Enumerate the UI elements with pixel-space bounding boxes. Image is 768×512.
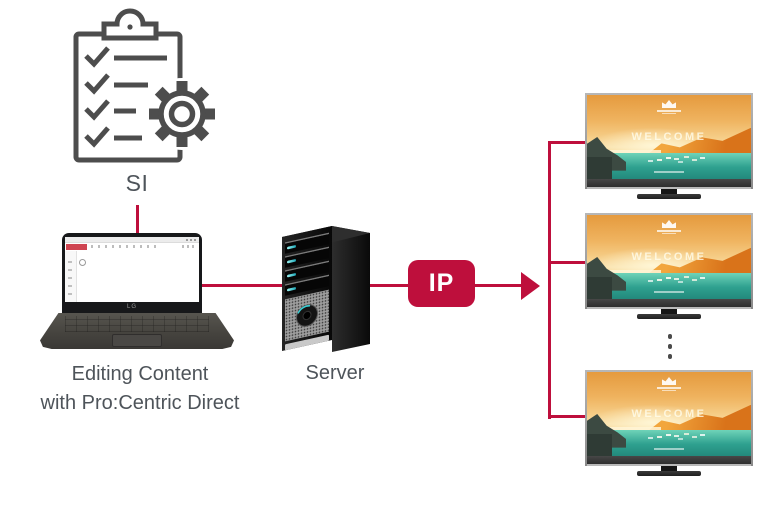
server-drive-bays [285,232,329,296]
tv-screen: WELCOME [587,372,751,456]
welcome-text: WELCOME [631,251,707,264]
ellipsis-vertical-icon [666,334,674,364]
branch-tv-3 [548,415,585,418]
server-tower-icon [282,226,370,352]
procentric-editor-app [65,237,199,302]
app-toolbar-icons [91,245,161,248]
tv-stand-base [637,471,701,476]
tv-frame: WELCOME [585,370,753,466]
boats [665,276,671,279]
hotel-crown-logo-icon [662,100,676,109]
tv-stand-neck [661,189,677,194]
screen-footnote-line [654,171,684,174]
welcome-text: WELCOME [631,408,707,421]
hotel-logo-text-line [657,387,681,390]
laptop-keyboard-base [40,313,234,349]
laptop-caption-line2: with Pro:Centric Direct [40,392,240,414]
tv-frame: WELCOME [585,213,753,309]
boats [665,156,671,159]
hotel-logo-subtext-line [662,233,676,235]
rocks-foreground [587,157,612,179]
laptop-screen: LG [62,233,202,313]
rocks-foreground [587,434,612,456]
si-label: SI [125,170,149,196]
laptop-caption-line1: Editing Content [71,363,209,385]
tv-screen: WELCOME [587,95,751,179]
tv-bottom-bezel [587,179,751,189]
laptop-caption: Editing Content with Pro:Centric Direct [6,360,274,418]
hotel-logo-subtext-line [662,390,676,392]
app-titlebar [65,237,199,243]
app-sidebar [65,251,77,302]
server-label: Server [305,362,365,384]
window-controls-icon [194,239,196,241]
tv-bottom-bezel [587,299,751,309]
tv-stand-neck [661,466,677,471]
app-canvas-widget [79,259,86,266]
app-menu-button [66,244,87,250]
tv-stand-base [637,194,701,199]
server-power-button [296,304,318,327]
distribution-bus-line [548,141,551,419]
laptop-trackpad [112,334,162,347]
tv-stand-neck [661,309,677,314]
hotel-crown-logo-icon [662,220,676,229]
arrow-right-icon [521,272,540,300]
branch-tv-1 [548,141,585,144]
hotel-logo-text-line [657,110,681,113]
gear-icon [146,78,218,150]
ip-badge: IP [408,260,475,307]
screen-footnote-line [654,448,684,451]
tv-frame: WELCOME [585,93,753,189]
tv-3: WELCOME [585,370,753,476]
tv-1: WELCOME [585,93,753,199]
hotel-logo-text-line [657,230,681,233]
welcome-text: WELCOME [631,131,707,144]
laptop-logo: LG [126,304,137,310]
hotel-logo-subtext-line [662,113,676,115]
tv-screen: WELCOME [587,215,751,299]
app-sidebar-icons [68,255,72,295]
laptop-keyboard [65,316,209,332]
laptop-icon: LG [40,231,234,355]
app-toolbar-right-icons [182,245,196,248]
boats [665,433,671,436]
tv-bottom-bezel [587,456,751,466]
tv-2: WELCOME [585,213,753,319]
branch-tv-2 [548,261,585,264]
screen-footnote-line [654,291,684,294]
hotel-crown-logo-icon [662,377,676,386]
rocks-foreground [587,277,612,299]
tv-stand-base [637,314,701,319]
connector-si-to-laptop [136,205,139,235]
clipboard-checklist-icon [73,8,218,163]
